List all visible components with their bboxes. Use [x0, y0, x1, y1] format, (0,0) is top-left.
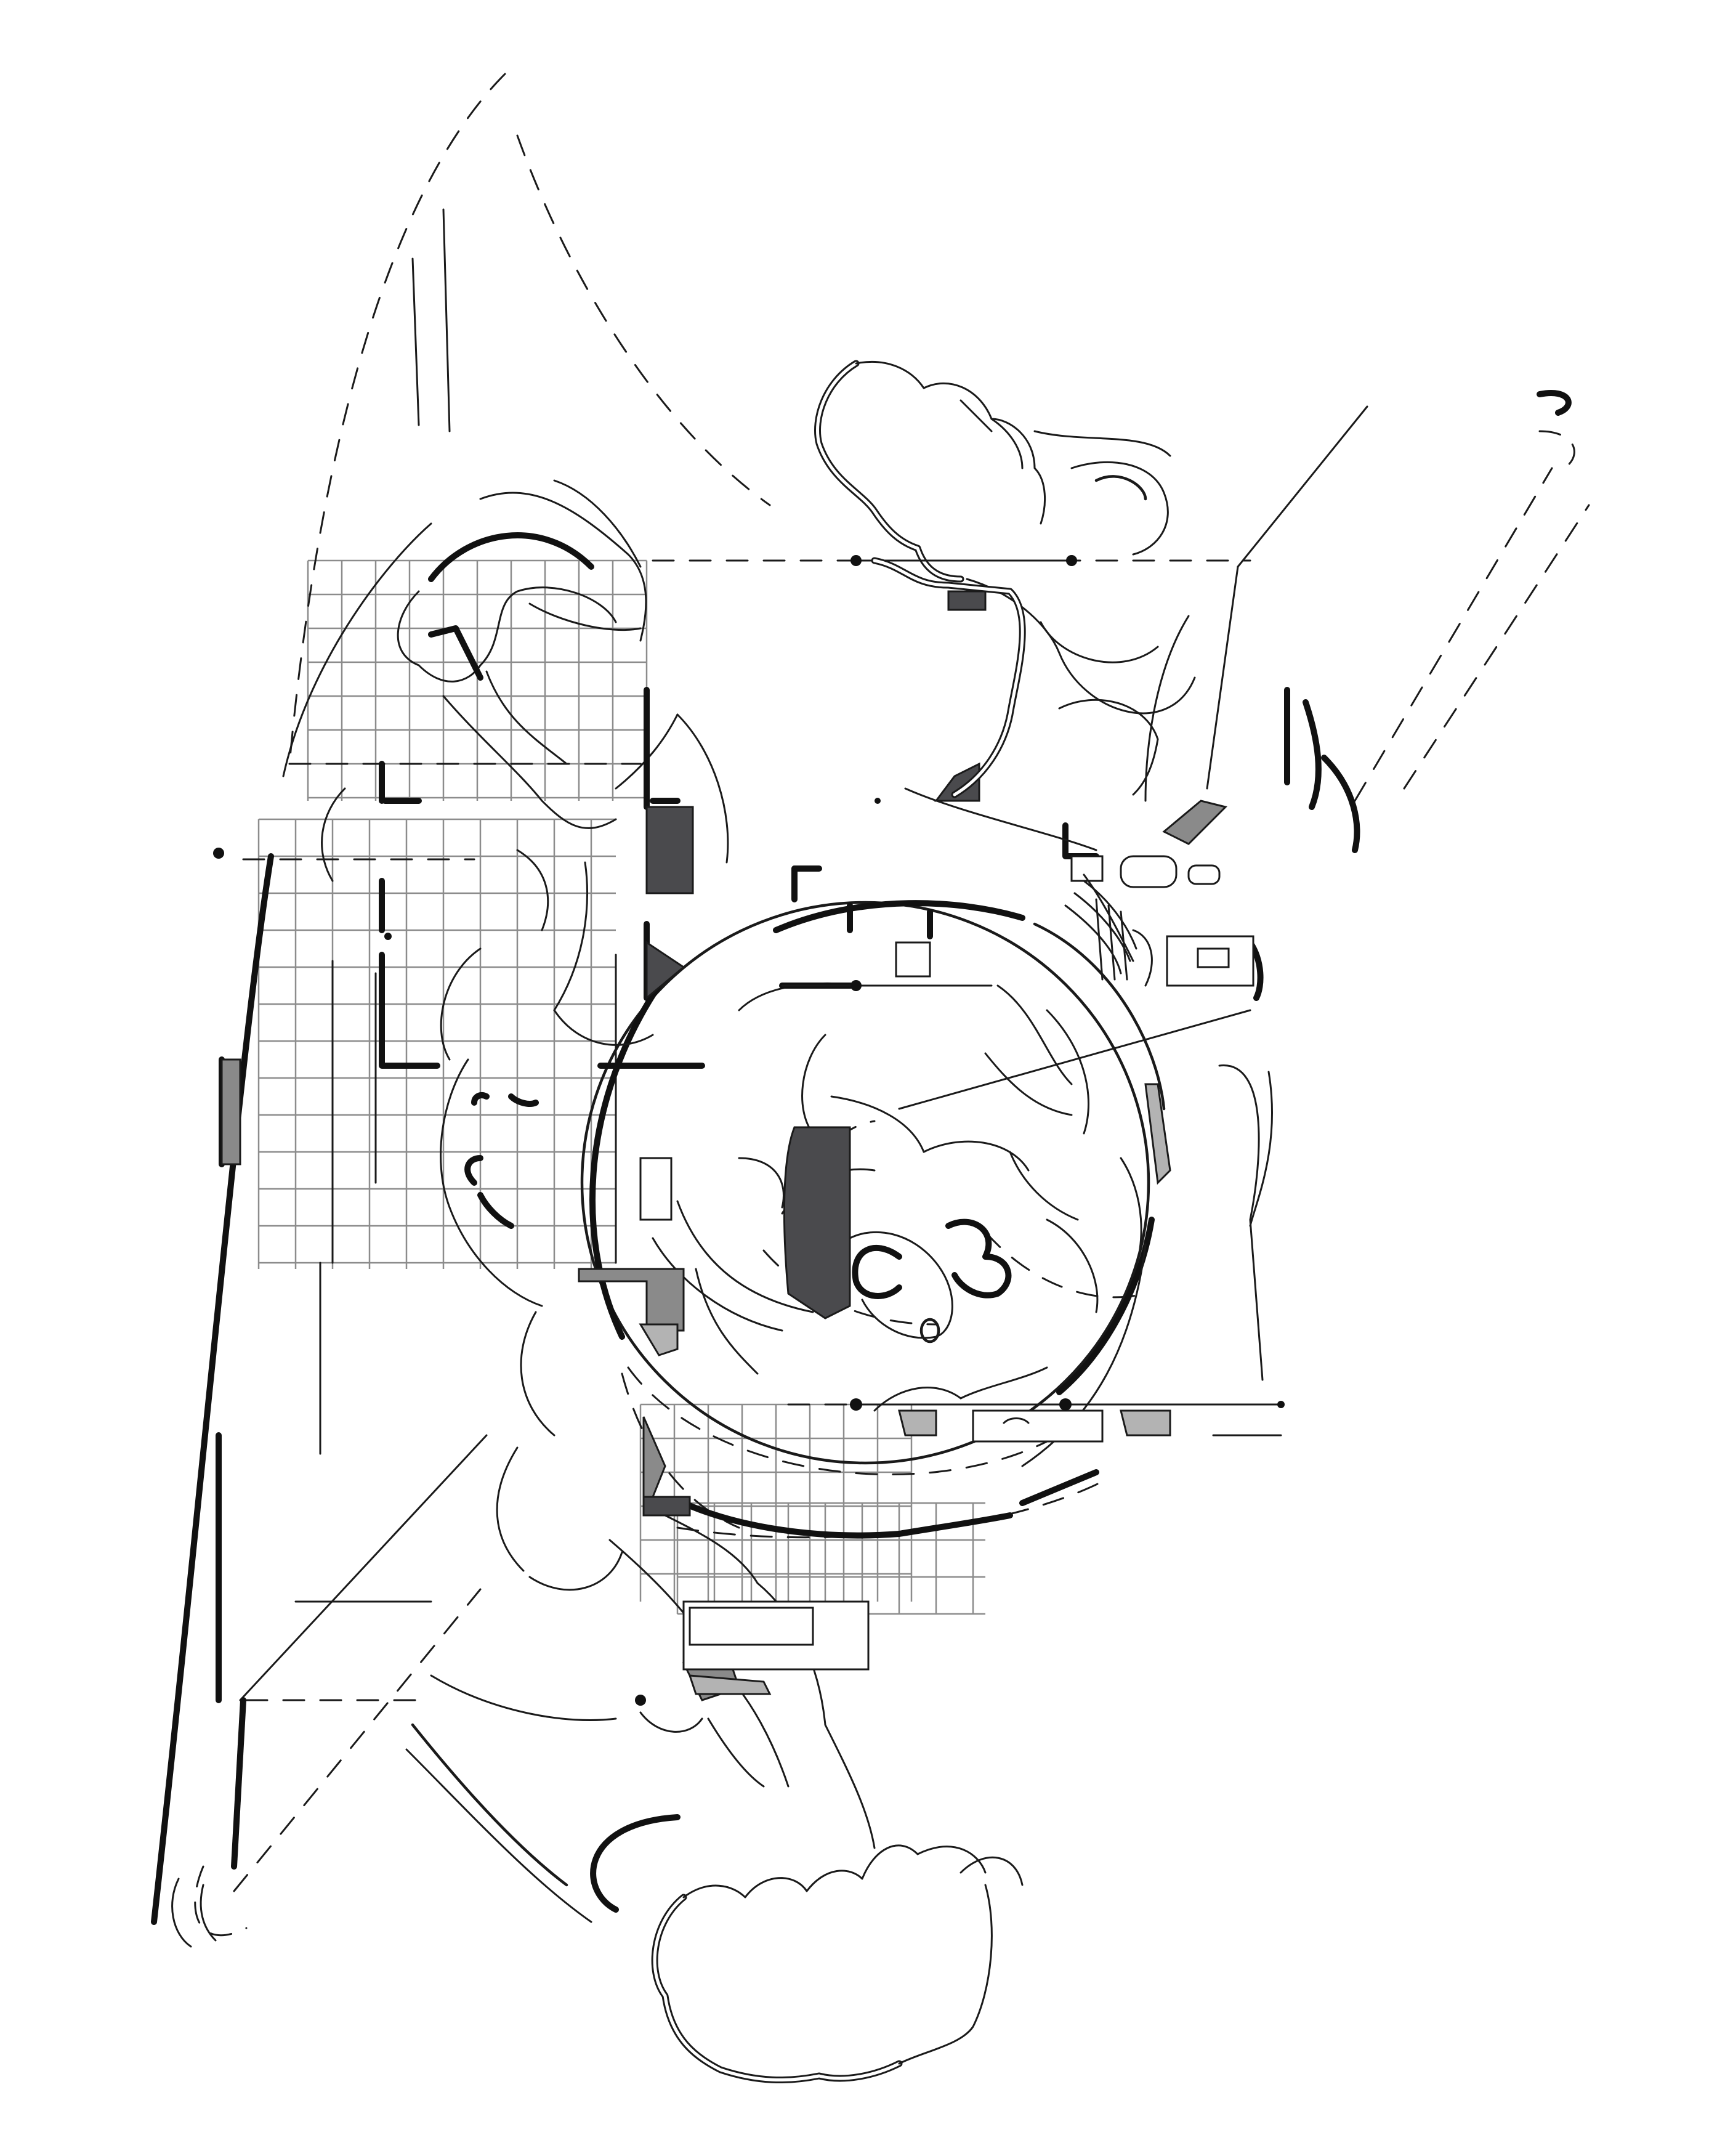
marker-dots	[213, 555, 1285, 1706]
grid-field-left	[257, 818, 616, 1269]
grid-field-lower	[676, 1502, 985, 1615]
central-circle	[580, 900, 1166, 1476]
bold-wall-lines	[151, 390, 1572, 1925]
small-rectangles	[639, 855, 1254, 1671]
double-line-path	[871, 557, 1153, 987]
organic-forms	[171, 360, 1196, 2084]
